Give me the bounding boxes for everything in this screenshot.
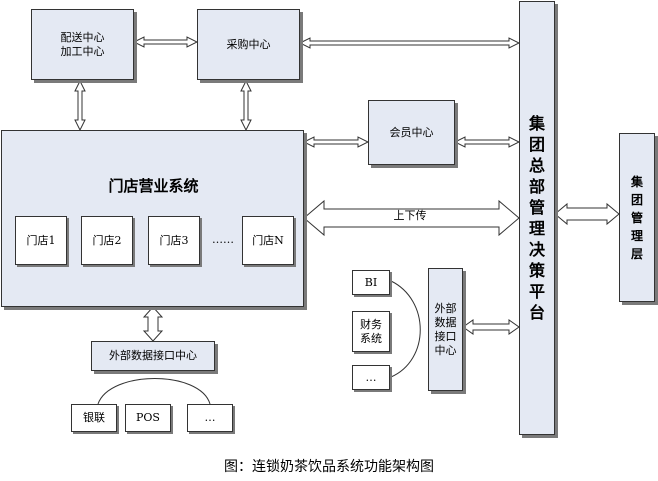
store-3-label: 门店3 <box>159 233 189 247</box>
arc-payment <box>97 378 211 405</box>
arrow-member-platform <box>453 136 521 148</box>
distribution-center-label: 配送中心 <box>60 30 105 44</box>
platform-char-4: 部 <box>528 177 545 196</box>
arrow-purchase-store <box>240 79 252 132</box>
bi-box: BI <box>352 270 390 295</box>
store-3: 门店3 <box>148 216 200 265</box>
external-right-char-3: 接口 <box>434 329 457 343</box>
bi-label: BI <box>364 275 378 289</box>
store-1: 门店1 <box>15 216 67 265</box>
store-1-label: 门店1 <box>26 233 56 247</box>
purchase-center-label: 采购中心 <box>226 37 271 51</box>
store-system: 门店营业系统 门店1 门店2 门店3 …… 门店N <box>1 130 304 307</box>
group-decision-platform: 集 团 总 部 管 理 决 策 平 台 <box>519 1 555 435</box>
bi-more-box: … <box>352 365 390 390</box>
figure-caption: 图：连锁奶茶饮品系统功能架构图 <box>224 459 434 475</box>
platform-char-1: 集 <box>528 114 545 133</box>
bi-more-label: … <box>365 370 377 384</box>
platform-char-7: 决 <box>528 240 545 259</box>
arrow-purchase-platform <box>298 37 521 49</box>
platform-char-10: 台 <box>528 303 545 322</box>
management-char-5: 层 <box>630 246 643 261</box>
external-interface-bottom: 外部数据接口中心 <box>91 341 215 371</box>
payment-more-box: … <box>187 404 233 432</box>
member-center-label: 会员中心 <box>389 125 434 139</box>
platform-char-3: 总 <box>528 156 545 175</box>
external-right-char-4: 中心 <box>434 343 457 357</box>
platform-char-5: 管 <box>528 198 545 217</box>
upload-download-label: 上下传 <box>393 209 427 222</box>
store-system-title: 门店营业系统 <box>108 177 199 195</box>
external-interface-bottom-label: 外部数据接口中心 <box>109 349 197 362</box>
management-char-3: 管 <box>630 210 643 225</box>
arrow-store-external <box>142 306 164 342</box>
platform-char-9: 平 <box>528 282 545 301</box>
pos-label: POS <box>136 411 160 424</box>
platform-char-2: 团 <box>528 135 545 154</box>
finance-system-label: 财务系统 <box>360 317 382 345</box>
management-char-1: 集 <box>630 174 643 189</box>
management-char-2: 团 <box>630 192 643 207</box>
unionpay-box: 银联 <box>71 404 117 432</box>
platform-char-8: 策 <box>528 261 545 280</box>
arc-bi <box>390 280 421 378</box>
store-2: 门店2 <box>81 216 133 265</box>
store-ellipsis: …… <box>212 233 234 246</box>
arrow-platform-management <box>554 202 620 226</box>
distribution-center: 配送中心 加工中心 <box>31 9 134 80</box>
external-interface-right: 外部 数据 接口 中心 <box>428 268 463 391</box>
arrow-external-platform <box>462 319 520 335</box>
store-n-label: 门店N <box>252 233 284 247</box>
finance-system-box: 财务系统 <box>352 311 390 352</box>
store-n: 门店N <box>242 216 294 265</box>
unionpay-label: 银联 <box>83 411 105 424</box>
arrow-distribution-purchase <box>132 36 199 48</box>
external-right-char-2: 数据 <box>434 315 457 329</box>
processing-center-label: 加工中心 <box>60 44 105 58</box>
arrow-distribution-store <box>74 79 86 132</box>
purchase-center: 采购中心 <box>197 9 300 80</box>
pos-box: POS <box>125 404 171 432</box>
external-right-char-1: 外部 <box>434 301 457 315</box>
platform-char-6: 理 <box>528 219 545 238</box>
group-management-layer: 集 团 管 理 层 <box>619 133 655 302</box>
management-char-4: 理 <box>630 228 643 243</box>
store-2-label: 门店2 <box>92 233 122 247</box>
member-center: 会员中心 <box>368 100 455 165</box>
payment-more-label: … <box>204 411 216 424</box>
arrow-store-member <box>302 136 370 148</box>
